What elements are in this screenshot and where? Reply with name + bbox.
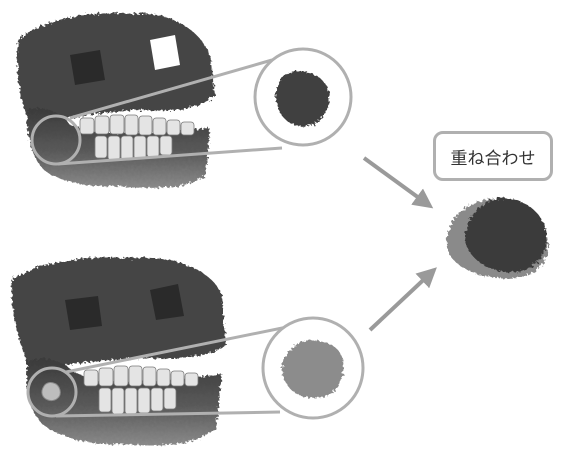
bottom-maxilla — [12, 257, 226, 370]
superimpose-label: 重ね合わせ — [433, 131, 553, 181]
superimposed-fragment — [447, 198, 548, 278]
arrow-top-to-result — [364, 158, 430, 206]
bottom-maxilla-hole — [150, 284, 184, 320]
top-maxilla-hole-2 — [70, 50, 105, 85]
top-maxilla — [17, 13, 215, 125]
bottom-sample-mark — [42, 383, 60, 401]
top-jaw-model — [17, 13, 351, 188]
bottom-sample-fragment — [282, 341, 344, 399]
superimpose-label-text: 重ね合わせ — [451, 144, 536, 169]
arrow-bottom-to-result — [370, 270, 434, 330]
top-maxilla-hole — [150, 35, 180, 70]
bottom-jaw-model — [12, 257, 363, 445]
bottom-maxilla-hole-2 — [65, 296, 102, 330]
